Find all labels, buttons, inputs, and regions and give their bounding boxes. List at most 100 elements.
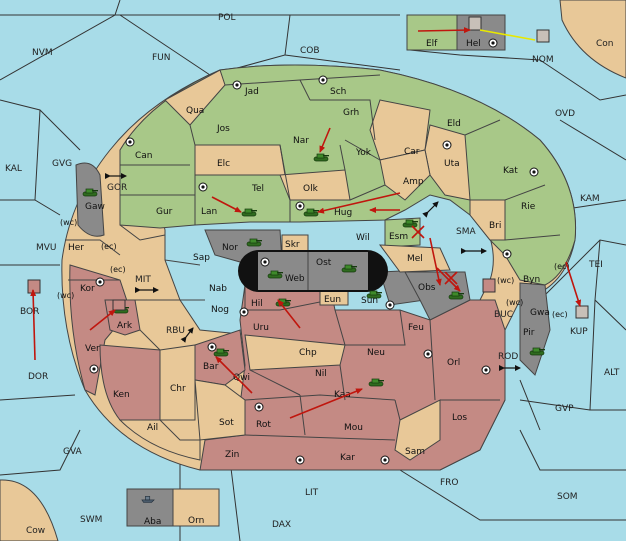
sea-label-cow: Cow	[26, 526, 45, 536]
land-label-sch: Sch	[330, 87, 346, 97]
land-label-jos: Jos	[216, 124, 230, 134]
land-label-elc: Elc	[217, 159, 230, 169]
double-arrow-icon	[422, 201, 439, 218]
land-label-olk: Olk	[303, 184, 319, 194]
land-label-orn: Orn	[188, 516, 204, 526]
land-label-nar: Nar	[293, 136, 309, 146]
supply-center-icon	[318, 75, 328, 85]
sea-label-cob: COB	[300, 46, 320, 56]
sea-label-fun: FUN	[152, 53, 171, 63]
land-label-amp: Amp	[403, 177, 424, 187]
sea-label-gvg: GVG	[52, 159, 72, 169]
land-label-chp: Chp	[299, 348, 317, 358]
land-label-uta: Uta	[444, 159, 460, 169]
supply-center-icon	[442, 140, 452, 150]
bri-province[interactable]	[469, 199, 506, 241]
coast-label: (ec)	[110, 265, 126, 274]
land-label-kat: Kat	[503, 166, 518, 176]
coast-labels: (wc) (ec) (ec) (wc) (wc) (ec) (wc) (ec)	[57, 218, 570, 319]
supply-center-icon	[207, 342, 217, 352]
land-label-rie: Rie	[521, 202, 536, 212]
supply-center-icon	[260, 257, 270, 267]
land-label-lan: Lan	[201, 207, 217, 217]
supply-center-icon	[95, 277, 105, 287]
supply-center-icon	[125, 137, 135, 147]
supply-center-icon	[481, 365, 491, 375]
sea-label-kam: KAM	[580, 194, 600, 204]
elf-province[interactable]	[406, 14, 458, 51]
land-label-los: Los	[452, 413, 467, 423]
land-label-gwa: Gwa	[530, 308, 550, 318]
fleet-units[interactable]	[27, 16, 589, 503]
supply-center-icon	[488, 38, 498, 48]
orn-province[interactable]	[172, 488, 220, 527]
supply-center-icon	[385, 300, 395, 310]
land-label-orl: Orl	[447, 358, 460, 368]
land-label-hug: Hug	[334, 208, 352, 218]
green-borders	[120, 74, 561, 241]
sam-province[interactable]	[394, 399, 441, 461]
land-label-sun: Sun	[361, 296, 378, 306]
supply-center-icon	[502, 249, 512, 259]
land-label-wil: Wil	[356, 233, 370, 243]
sea-label-bor: BOR	[20, 307, 39, 317]
supply-center-icon	[239, 307, 249, 317]
land-label-gaw: Gaw	[85, 202, 105, 212]
sea-label-swm: SWM	[80, 515, 102, 525]
ship-icon	[112, 299, 126, 311]
land-label-kaa: Kaa	[334, 390, 351, 400]
land-label-ost: Ost	[316, 258, 332, 268]
land-label-bri: Bri	[489, 221, 501, 231]
sea-label-fro: FRO	[440, 478, 459, 488]
elc-province[interactable]	[194, 144, 286, 176]
supply-center-icon	[254, 402, 264, 412]
ship-icon	[575, 305, 589, 319]
supply-center-icon	[198, 182, 208, 192]
west-borders	[65, 224, 205, 351]
land-label-aba: Aba	[144, 517, 161, 527]
supply-center-icon	[295, 201, 305, 211]
supply-center-icon	[232, 80, 242, 90]
land-label-bar: Bar	[203, 362, 219, 372]
sea-label-som: SOM	[557, 492, 578, 502]
aba-province[interactable]	[126, 488, 174, 527]
ship-icon	[482, 278, 496, 293]
sot-province[interactable]	[194, 379, 246, 441]
land-label-qwi: Qwi	[233, 373, 250, 383]
land-label-skr: Skr	[285, 240, 300, 250]
sea-labels: POL NVM FUN COB Con NOM OVD KAL GVG GOR …	[5, 13, 620, 536]
ship-icon	[27, 279, 41, 294]
land-label-hel: Hel	[466, 39, 481, 49]
land-label-feu: Feu	[408, 323, 424, 333]
gaw-province[interactable]	[75, 162, 105, 237]
land-label-can: Can	[135, 151, 153, 161]
sea-label-ovd: OVD	[555, 109, 575, 119]
land-label-elf: Elf	[426, 39, 438, 49]
supply-center-icon	[529, 167, 539, 177]
amp-province[interactable]	[379, 149, 431, 201]
green-region	[119, 64, 577, 286]
land-label-ail: Ail	[147, 423, 158, 433]
land-label-pir: Pir	[523, 328, 535, 338]
land-label-mel: Mel	[407, 254, 423, 264]
sea-label-dax: DAX	[272, 520, 291, 530]
sea-label-gor: GOR	[107, 183, 127, 193]
sea-label-nvm: NVM	[32, 48, 53, 58]
supply-center-icon	[89, 364, 99, 374]
land-label-esm: Esm	[389, 232, 408, 242]
coast-label: (wc)	[506, 298, 523, 307]
coast-label: (wc)	[497, 276, 514, 285]
coast-label: (ec)	[101, 242, 117, 251]
feu-province[interactable]	[334, 309, 406, 346]
land-label-hil: Hil	[251, 299, 263, 309]
chr-province[interactable]	[159, 344, 196, 421]
land-label-qua: Qua	[186, 106, 204, 116]
coast-label: (ec)	[554, 262, 570, 271]
coast-label: (wc)	[57, 291, 74, 300]
land-label-chr: Chr	[170, 384, 186, 394]
land-label-nil: Nil	[315, 369, 327, 379]
sea-label-pol: POL	[218, 13, 236, 23]
ail-province[interactable]	[118, 419, 201, 461]
